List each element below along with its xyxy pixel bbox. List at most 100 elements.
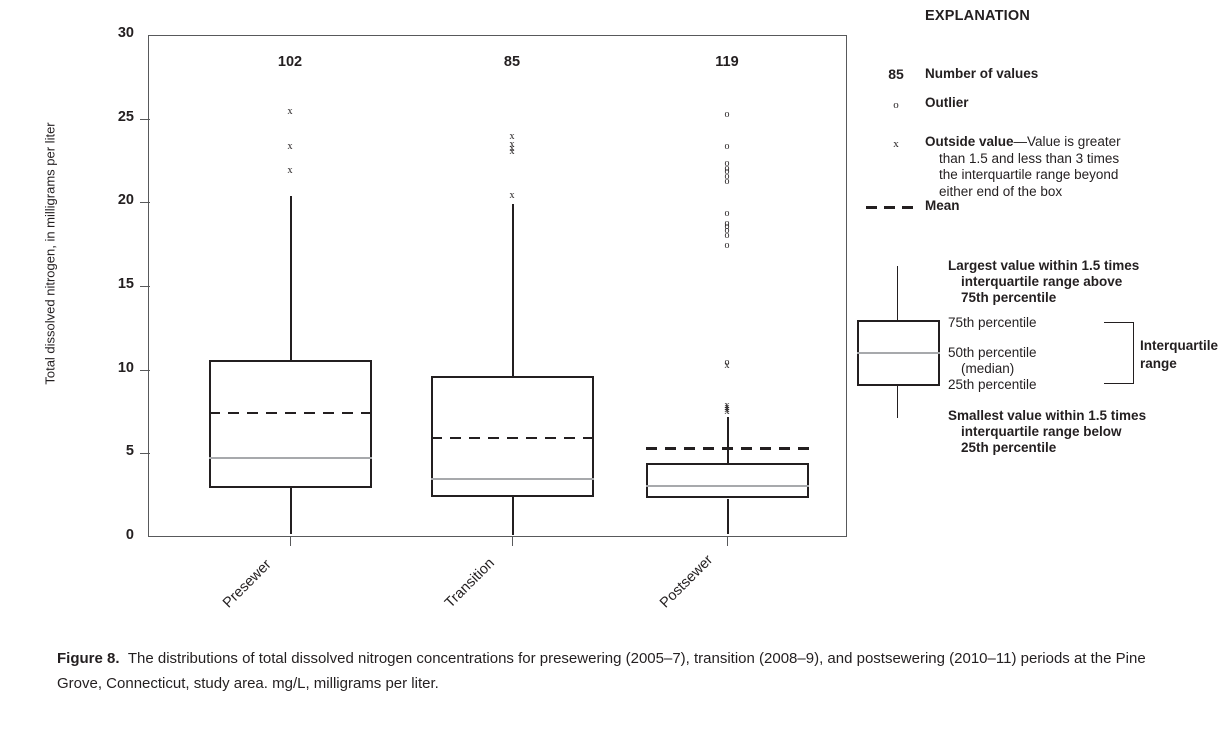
y-tick-label-text: 10 bbox=[117, 359, 134, 376]
lower-whisker bbox=[512, 496, 514, 536]
y-tick-label-text: 5 bbox=[125, 443, 134, 460]
y-tick-20 bbox=[140, 202, 150, 204]
legend-mean-label: Mean bbox=[925, 198, 960, 213]
outside-value-marker: x bbox=[724, 402, 730, 414]
legend-outside-value-rest3: the interquartile range beyond bbox=[939, 167, 1119, 182]
y-tick-label-10: 10 bbox=[94, 360, 134, 376]
outside-value-marker: x bbox=[287, 141, 293, 153]
y-tick-label-30: 30 bbox=[94, 25, 134, 41]
y-tick-label-5: 5 bbox=[94, 443, 134, 459]
upper-whisker bbox=[727, 416, 729, 464]
y-tick-25 bbox=[140, 118, 150, 120]
figure-caption: Figure 8. The distributions of total dis… bbox=[57, 646, 1167, 696]
lower-whisker bbox=[727, 498, 729, 535]
legend-number-of-values-symbol: 85 bbox=[888, 66, 904, 82]
y-tick-15 bbox=[140, 286, 150, 287]
count-label-postsewer: 119 bbox=[715, 54, 739, 70]
legend-outside-value-bold: Outside value bbox=[925, 134, 1014, 149]
legend-p50-label: 50th percentile bbox=[948, 345, 1037, 360]
legend-p75-label: 75th percentile bbox=[948, 315, 1037, 330]
y-tick-label-text: 30 bbox=[117, 25, 134, 41]
legend-mean-dashed-line-icon bbox=[866, 206, 918, 209]
legend-outlier-symbol: o bbox=[893, 99, 899, 111]
upper-whisker bbox=[512, 204, 514, 377]
y-tick-label-25: 25 bbox=[94, 109, 134, 125]
outside-value-marker: x bbox=[509, 146, 515, 158]
legend-outlier-label: Outlier bbox=[925, 95, 969, 110]
median-line bbox=[208, 456, 372, 459]
x-tick-1 bbox=[512, 537, 513, 546]
mean-line bbox=[430, 436, 594, 440]
outside-value-marker: x bbox=[287, 105, 293, 117]
y-tick-label-0: 0 bbox=[94, 527, 134, 543]
legend-outside-value-rest1: —Value is greater bbox=[1013, 134, 1121, 149]
legend-largest-value-label: Largest value within 1.5 times interquar… bbox=[948, 258, 1140, 305]
outlier-marker: o bbox=[724, 208, 730, 220]
legend-box-median-line bbox=[857, 352, 940, 354]
outlier-marker: o bbox=[724, 221, 730, 233]
outside-value-marker: x bbox=[509, 139, 515, 151]
median-line bbox=[645, 485, 809, 488]
iqr-bracket bbox=[1124, 322, 1134, 384]
legend-box-lower-whisker bbox=[897, 386, 898, 418]
y-tick-label-text: 15 bbox=[117, 276, 134, 292]
outlier-marker: o bbox=[724, 166, 730, 178]
y-tick-10 bbox=[140, 369, 150, 371]
outlier-marker: o bbox=[724, 224, 730, 236]
outlier-marker: o bbox=[724, 162, 730, 174]
mean-line bbox=[645, 447, 809, 451]
count-label-transition: 85 bbox=[503, 54, 521, 70]
x-tick-2 bbox=[727, 537, 728, 546]
iqr-bracket-top bbox=[1104, 322, 1126, 323]
legend-smallest-value-label: Smallest value within 1.5 times interqua… bbox=[948, 408, 1147, 455]
legend-outside-value-rest4: either end of the box bbox=[939, 183, 1063, 199]
outlier-marker: o bbox=[724, 109, 730, 121]
outside-value-marker: x bbox=[509, 142, 515, 154]
outside-value-marker: x bbox=[724, 403, 730, 415]
outlier-marker: o bbox=[724, 157, 730, 169]
outside-value-marker: x bbox=[724, 400, 730, 412]
y-tick-label-20: 20 bbox=[94, 192, 134, 208]
legend-box-upper-whisker bbox=[897, 266, 898, 320]
outlier-marker: o bbox=[724, 176, 730, 188]
explanation-title: EXPLANATION bbox=[925, 8, 1031, 24]
outlier-marker: o bbox=[724, 171, 730, 183]
outlier-marker: o bbox=[724, 239, 730, 251]
outside-value-marker: x bbox=[287, 164, 293, 176]
outside-value-marker: x bbox=[509, 189, 515, 201]
upper-whisker bbox=[290, 195, 292, 360]
y-tick-label-15: 15 bbox=[94, 276, 134, 292]
interquartile-box bbox=[208, 359, 372, 489]
iqr-bracket-bottom bbox=[1104, 383, 1126, 384]
y-axis-label: Total dissolved nitrogen, in milligrams … bbox=[42, 122, 58, 385]
x-tick-0 bbox=[290, 537, 291, 546]
legend-p50-median-note: (median) bbox=[961, 361, 1015, 376]
legend-iqr-label: Interquartile range bbox=[1140, 338, 1219, 371]
legend-outside-value-label: Outside value—Value is greater than 1.5 … bbox=[925, 134, 1185, 200]
outlier-marker: o bbox=[724, 356, 730, 368]
median-line bbox=[430, 478, 594, 481]
outlier-marker: o bbox=[724, 229, 730, 241]
legend-outside-value-symbol: x bbox=[893, 138, 899, 150]
outlier-marker: o bbox=[724, 218, 730, 230]
legend-p25-label: 25th percentile bbox=[948, 377, 1037, 392]
y-tick-label-text: 0 bbox=[125, 527, 134, 543]
y-tick-5 bbox=[140, 453, 150, 455]
plot-frame bbox=[148, 35, 847, 537]
x-axis-label-transition: Transition bbox=[442, 555, 498, 612]
x-axis-label-presewer: Presewer bbox=[220, 556, 275, 612]
interquartile-box bbox=[645, 463, 809, 499]
lower-whisker bbox=[290, 488, 292, 534]
figure-caption-text: The distributions of total dissolved nit… bbox=[57, 650, 1146, 692]
mean-line bbox=[208, 411, 372, 415]
outside-value-marker: x bbox=[724, 405, 730, 417]
legend-outside-value-rest2: than 1.5 and less than 3 times bbox=[939, 150, 1120, 166]
outside-value-marker: x bbox=[724, 360, 730, 372]
count-label-presewer: 102 bbox=[277, 54, 303, 70]
outside-value-marker: x bbox=[509, 131, 515, 143]
y-tick-label-text: 20 bbox=[117, 192, 134, 209]
outlier-marker: o bbox=[724, 141, 730, 153]
legend-number-of-values-label: Number of values bbox=[925, 66, 1039, 81]
x-axis-label-postsewer: Postsewer bbox=[657, 552, 717, 612]
